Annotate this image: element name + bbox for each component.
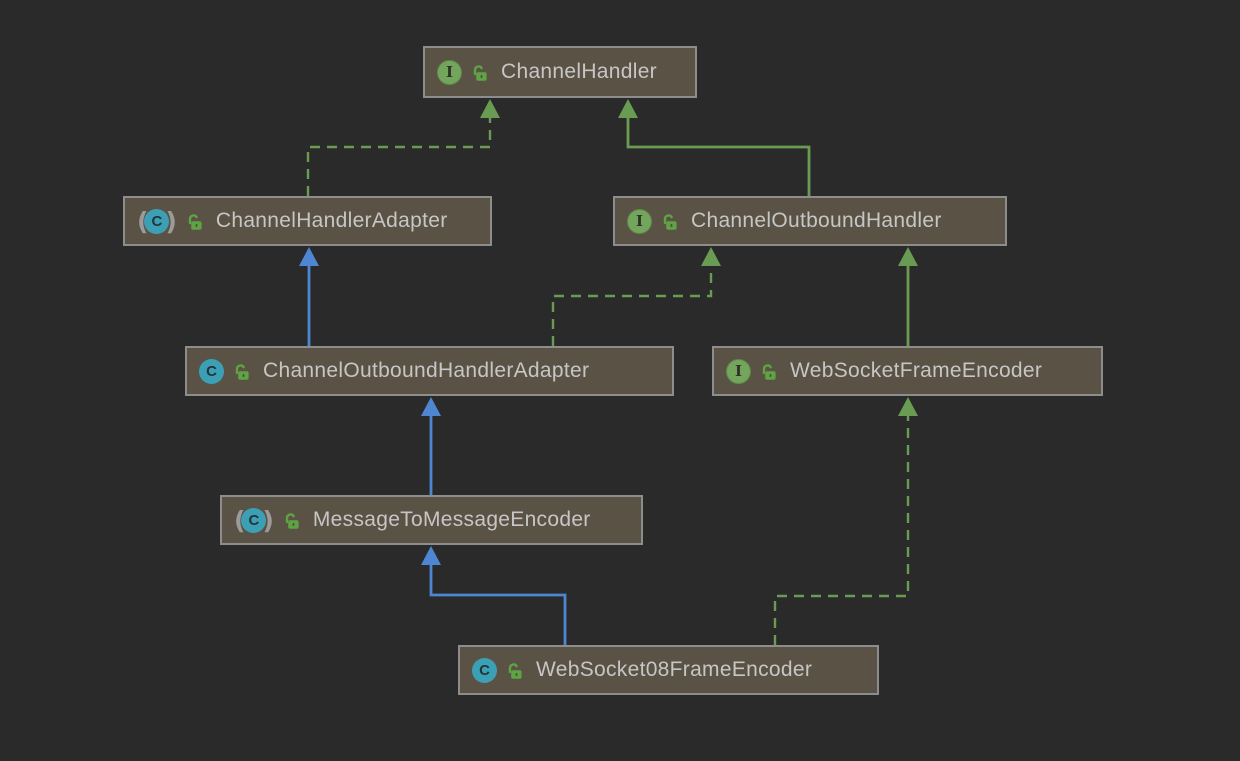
edge-WebSocket08FrameEncoder-extends-MessageToMessageEncoder [429,564,567,645]
public-unlocked-icon [233,362,250,381]
public-unlocked-icon [661,212,678,231]
public-unlocked-icon [471,63,488,82]
class-name-label: ChannelOutboundHandler [691,209,942,232]
arrowhead-WebSocket08FrameEncoder-extends-MessageToMessageEncoder [421,546,441,565]
interface-icon: I [726,358,751,384]
arrowhead-ChannelOutboundHandlerAdapter-implements-ChannelOutboundHandler [701,247,721,266]
class-name-label: WebSocket08FrameEncoder [536,658,813,681]
public-unlocked-icon [283,511,300,530]
interface-icon: I [437,59,462,85]
abstract-class-icon: (C) [234,505,274,535]
interface-icon: I [627,208,652,234]
class-node-MessageToMessageEncoder[interactable]: (C) MessageToMessageEncoder [220,495,643,545]
arrowhead-WebSocketFrameEncoder-extends-ChannelOutboundHandler [898,247,918,266]
class-node-ChannelOutboundHandler[interactable]: I ChannelOutboundHandler [613,196,1007,246]
class-name-label: ChannelHandler [501,60,657,83]
arrowhead-WebSocket08FrameEncoder-implements-WebSocketFrameEncoder [898,397,918,416]
class-icon: C [472,657,497,683]
edge-WebSocket08FrameEncoder-implements-WebSocketFrameEncoder [773,415,910,645]
arrowhead-ChannelOutboundHandler-extends-ChannelHandler [618,99,638,118]
class-name-label: WebSocketFrameEncoder [790,359,1043,382]
edge-ChannelOutboundHandlerAdapter-implements-ChannelOutboundHandler [551,265,713,346]
edge-ChannelHandlerAdapter-implements-ChannelHandler [306,117,492,196]
class-name-label: MessageToMessageEncoder [312,508,591,531]
edge-ChannelOutboundHandler-extends-ChannelHandler [626,117,811,196]
class-node-WebSocket08FrameEncoder[interactable]: C WebSocket08FrameEncoder [458,645,879,695]
class-name-label: ChannelOutboundHandlerAdapter [263,359,590,382]
public-unlocked-icon [760,362,777,381]
arrowhead-ChannelHandlerAdapter-implements-ChannelHandler [480,99,500,118]
arrowhead-MessageToMessageEncoder-extends-ChannelOutboundHandlerAdapter [421,397,441,416]
class-node-ChannelOutboundHandlerAdapter[interactable]: C ChannelOutboundHandlerAdapter [185,346,674,396]
arrowhead-ChannelOutboundHandlerAdapter-extends-ChannelHandlerAdapter [299,247,319,266]
class-icon: C [199,358,224,384]
class-name-label: ChannelHandlerAdapter [215,209,448,232]
public-unlocked-icon [186,212,203,231]
class-node-WebSocketFrameEncoder[interactable]: I WebSocketFrameEncoder [712,346,1103,396]
class-node-ChannelHandlerAdapter[interactable]: (C) ChannelHandlerAdapter [123,196,492,246]
class-node-ChannelHandler[interactable]: I ChannelHandler [423,46,697,98]
public-unlocked-icon [506,661,523,680]
abstract-class-icon: (C) [137,206,177,236]
